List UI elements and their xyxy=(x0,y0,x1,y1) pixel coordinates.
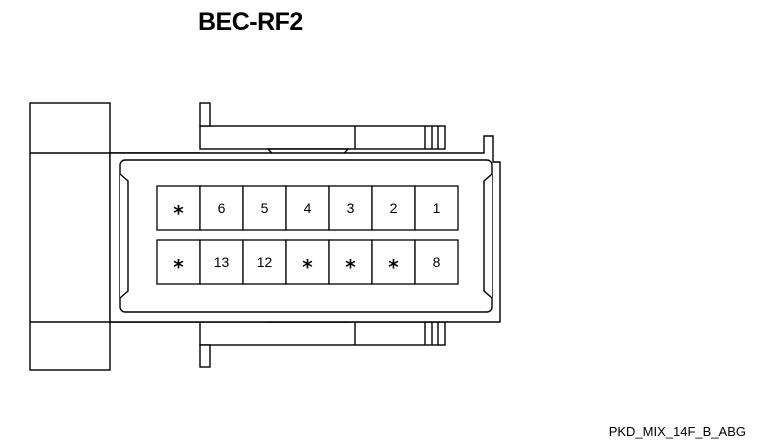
pin-number: 1 xyxy=(433,200,441,216)
pin-cavity: 3 xyxy=(328,185,373,231)
pin-cavity: 4 xyxy=(285,185,330,231)
pin-cavity: * xyxy=(156,185,201,231)
pin-cavity: 2 xyxy=(371,185,416,231)
diagram-code: PKD_MIX_14F_B_ABG xyxy=(608,424,746,439)
pin-cavity: * xyxy=(285,239,330,285)
pin-grid: * 6 5 4 3 2 1 * 13 12 * * * 8 xyxy=(156,185,459,285)
latch-top xyxy=(199,102,446,161)
pin-number: 3 xyxy=(347,200,355,216)
pin-cavity: 13 xyxy=(199,239,244,285)
pin-number: 8 xyxy=(433,254,441,270)
pin-unused-marker: * xyxy=(345,255,356,279)
pin-cavity: * xyxy=(371,239,416,285)
pin-number: 2 xyxy=(390,200,398,216)
pin-number: 5 xyxy=(261,200,269,216)
pin-number: 4 xyxy=(304,200,312,216)
pin-cavity: 5 xyxy=(242,185,287,231)
pin-cavity: 1 xyxy=(414,185,459,231)
pin-number: 13 xyxy=(214,254,230,270)
connector-title: BEC-RF2 xyxy=(198,8,303,36)
pin-cavity: 8 xyxy=(414,239,459,285)
pin-cavity: * xyxy=(156,239,201,285)
pin-number: 12 xyxy=(257,254,273,270)
pin-unused-marker: * xyxy=(302,255,313,279)
pin-unused-marker: * xyxy=(388,255,399,279)
pin-unused-marker: * xyxy=(173,255,184,279)
pin-cavity: 12 xyxy=(242,239,287,285)
housing-back xyxy=(29,102,111,371)
pin-number: 6 xyxy=(218,200,226,216)
pin-unused-marker: * xyxy=(173,201,184,225)
pin-cavity: 6 xyxy=(199,185,244,231)
pin-cavity: * xyxy=(328,239,373,285)
